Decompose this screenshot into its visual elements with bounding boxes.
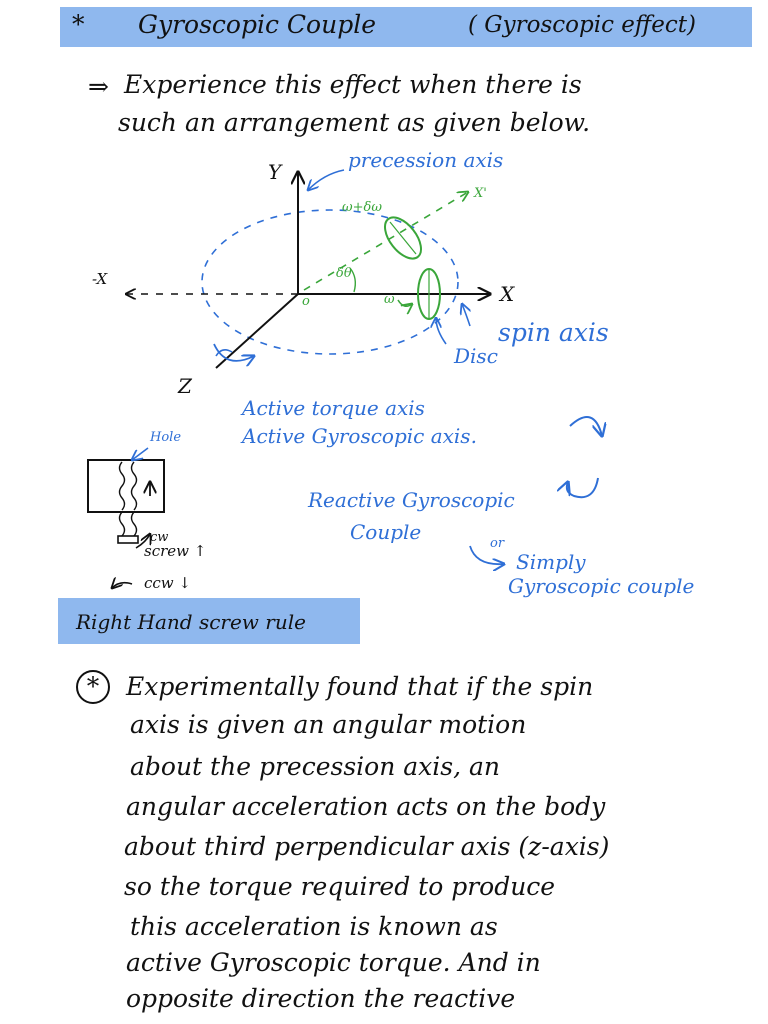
omega-dw-label: ω+δω	[342, 200, 382, 215]
page-title: Gyroscopic Couple	[138, 10, 377, 39]
title-bullet: *	[72, 10, 85, 39]
gyroscopic-couple-label: Gyroscopic couple	[508, 574, 695, 598]
x-prime-line	[303, 192, 468, 291]
screw-up-label: screw ↑	[144, 542, 207, 560]
disc-original	[417, 268, 441, 320]
rule-highlight	[58, 598, 360, 644]
body-line-2: axis is given an angular motion	[130, 710, 527, 739]
active-torque-axis: Active torque axis	[242, 396, 425, 420]
x-prime-label: X'	[474, 186, 487, 201]
body-line-1: Experimentally found that if the spin	[126, 672, 594, 701]
intro-line-2: such an arrangement as given below.	[118, 108, 591, 137]
intro-arrow: ⇒	[88, 72, 109, 101]
precession-axis-label: precession axis	[348, 148, 504, 172]
neg-x-axis-label: -X	[92, 270, 108, 288]
disc-rotated	[384, 216, 422, 260]
z-axis-line	[215, 293, 299, 369]
body-line-9: opposite direction the reactive	[126, 984, 516, 1013]
or-label: or	[490, 536, 505, 551]
reactive-couple-line-2: Couple	[350, 520, 422, 544]
active-gyroscopic-axis: Active Gyroscopic axis.	[242, 424, 477, 448]
hole-label: Hole	[150, 430, 182, 445]
ccw-label: ccw ↓	[144, 574, 191, 592]
cw-label: cw	[150, 530, 169, 545]
x-axis-label: X	[500, 282, 515, 306]
d-theta-label: δθ	[336, 266, 352, 281]
screw-block	[87, 459, 165, 513]
body-line-3: about the precession axis, an	[130, 752, 500, 781]
z-axis-label: Z	[178, 374, 192, 398]
title-highlight	[60, 7, 752, 47]
omega-label: ω	[384, 292, 395, 307]
simply-label: Simply	[516, 550, 586, 574]
y-axis-label: Y	[268, 160, 282, 184]
right-hand-screw-rule: Right Hand screw rule	[76, 610, 306, 634]
spin-axis-label: spin axis	[498, 318, 609, 347]
disc-label: Disc	[454, 344, 498, 368]
body-line-5: about third perpendicular axis (z-axis)	[124, 832, 610, 861]
intro-line-1: Experience this effect when there is	[124, 70, 582, 99]
body-line-8: active Gyroscopic torque. And in	[126, 948, 541, 977]
precession-path	[201, 209, 459, 355]
origin-label: o	[302, 294, 310, 309]
body-line-4: angular acceleration acts on the body	[126, 792, 606, 821]
body-star: *	[76, 670, 110, 704]
reactive-couple-line-1: Reactive Gyroscopic	[308, 488, 515, 512]
title-aside: ( Gyroscopic effect)	[468, 12, 696, 38]
body-line-7: this acceleration is known as	[130, 912, 498, 941]
body-line-6: so the torque required to produce	[124, 872, 556, 901]
